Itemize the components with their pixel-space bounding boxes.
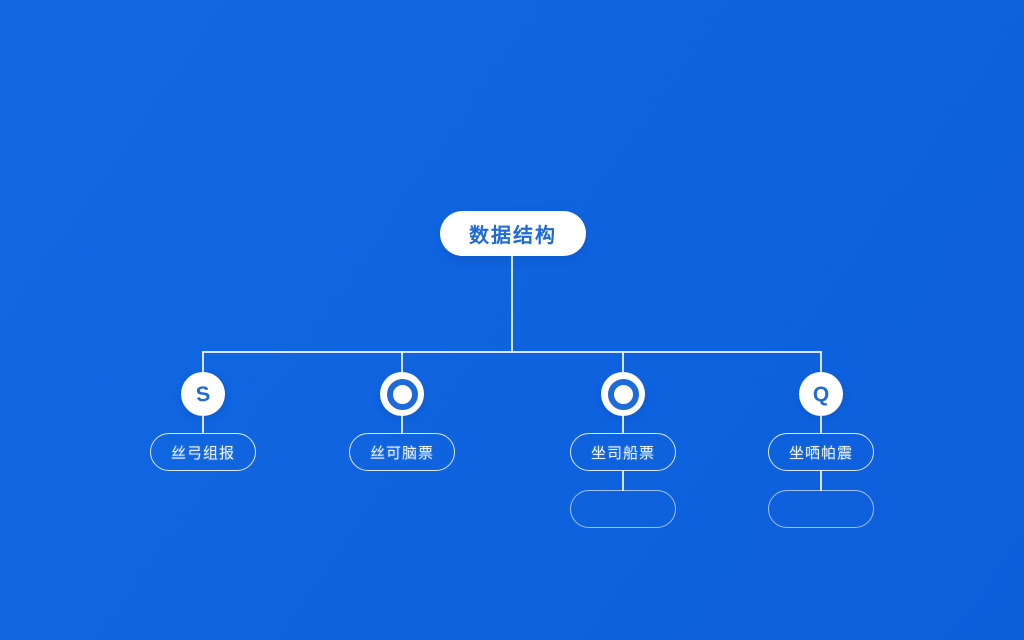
branch-pill-2[interactable]: 丝可脑票 — [349, 433, 455, 471]
connector-root-stem — [511, 256, 513, 352]
connector-link-2 — [401, 416, 403, 434]
branch-pill-1-label: 丝弓组报 — [170, 444, 235, 462]
root-node-label: 数据结构 — [469, 225, 557, 247]
connector-sub-4 — [820, 470, 822, 491]
connector-bus — [202, 351, 822, 353]
branch-pill-4-label: 坐哂帕震 — [788, 444, 853, 462]
connector-sub-3 — [622, 470, 624, 491]
connector-link-1 — [202, 416, 204, 434]
branch-pill-1[interactable]: 丝弓组报 — [150, 433, 256, 471]
ring-icon — [386, 378, 418, 410]
branch-node-1[interactable]: S — [181, 372, 225, 416]
q-icon: Q — [812, 382, 830, 406]
connector-link-4 — [820, 416, 822, 434]
branch-pill-4[interactable]: 坐哂帕震 — [768, 433, 874, 471]
connector-link-3 — [622, 416, 624, 434]
branch-node-4[interactable]: Q — [799, 372, 843, 416]
branch-subpill-3[interactable] — [570, 490, 676, 528]
branch-pill-3-label: 坐司船票 — [590, 444, 655, 462]
branch-node-3[interactable] — [601, 372, 645, 416]
ring-icon — [607, 378, 639, 410]
root-node[interactable]: 数据结构 — [440, 211, 586, 256]
branch-pill-3[interactable]: 坐司船票 — [570, 433, 676, 471]
s-icon: S — [194, 381, 212, 407]
branch-pill-2-label: 丝可脑票 — [369, 444, 434, 462]
branch-subpill-4[interactable] — [768, 490, 874, 528]
branch-node-2[interactable] — [380, 372, 424, 416]
